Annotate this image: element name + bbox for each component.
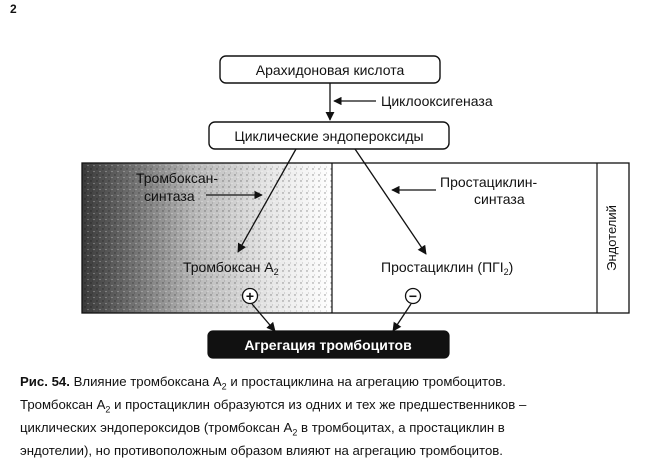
endoperoxides-label: Циклические эндопероксиды bbox=[234, 128, 423, 144]
caption-line-4: эндотелии), но противоположным образом в… bbox=[20, 443, 503, 459]
platelet-region bbox=[82, 163, 332, 313]
stray-mark: 2 bbox=[10, 2, 17, 16]
arachidonic-acid-label: Арахидоновая кислота bbox=[256, 62, 405, 78]
thromboxane-synthase-label-1: Тромбоксан- bbox=[136, 170, 218, 186]
plus-sign: + bbox=[246, 288, 254, 304]
arrow-prostacyclin-to-aggregation bbox=[392, 303, 412, 332]
thromboxane-synthase-label-2: синтаза bbox=[144, 188, 195, 204]
thromboxane-a2-label: Тромбоксан А2 bbox=[183, 259, 279, 277]
arrow-to-prostacyclin bbox=[354, 148, 427, 255]
arrow-thromboxane-to-aggregation bbox=[251, 303, 276, 332]
endothelium-label: Эндотелий bbox=[604, 205, 619, 271]
aggregation-box bbox=[207, 330, 450, 359]
endoperoxides-box bbox=[208, 121, 450, 150]
pathway-diagram: Эндотелий Арахидоновая кислота Циклоокси… bbox=[81, 55, 630, 359]
inhibition-minus-icon bbox=[404, 287, 422, 305]
prostacyclin-synthase-label-2: синтаза bbox=[474, 191, 525, 207]
figure-caption: Рис. 54. Влияние тромбоксана А2 и проста… bbox=[20, 373, 660, 460]
cell-frame bbox=[81, 162, 630, 314]
prostacyclin-synthase-label-1: Простациклин- bbox=[440, 174, 538, 190]
prostacyclin-label: Простациклин (ПГI2) bbox=[381, 259, 513, 277]
caption-line-2: Тромбоксан А2 и простациклин образуются … bbox=[20, 397, 527, 415]
stimulation-plus-icon bbox=[241, 287, 259, 305]
cyclooxygenase-label: Циклооксигеназа bbox=[381, 93, 493, 109]
minus-sign: − bbox=[409, 288, 417, 304]
caption-line-3: циклических эндопероксидов (тромбоксан А… bbox=[20, 420, 505, 438]
caption-line-1: Рис. 54. Влияние тромбоксана А2 и проста… bbox=[20, 374, 506, 392]
caption-label: Рис. 54. bbox=[20, 374, 70, 389]
aggregation-label: Агрегация тромбоцитов bbox=[244, 337, 412, 353]
arrow-to-thromboxane bbox=[237, 148, 297, 253]
